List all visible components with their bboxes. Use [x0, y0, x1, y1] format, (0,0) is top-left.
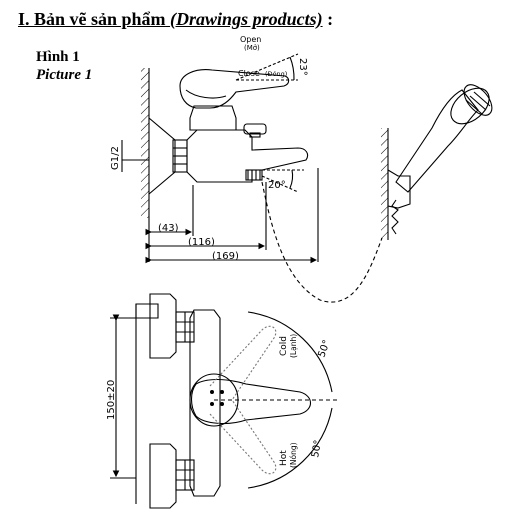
top-flange-left [135, 303, 159, 319]
hot-angle-label: 50° [310, 439, 324, 458]
top-escutcheon [149, 293, 177, 359]
shower-bracket [387, 169, 411, 209]
shower-wall-hatch [381, 128, 388, 240]
cold-angle-label: 50° [316, 339, 332, 359]
center-distance-label: 150±20 [106, 380, 117, 420]
hot-label-vi: (Nóng) [289, 442, 298, 468]
cold-arc [247, 311, 333, 393]
cold-label: Cold [279, 336, 289, 356]
hot-arc [247, 407, 333, 489]
lever-hot-position [209, 399, 277, 475]
shower-head [450, 87, 490, 125]
spout-angle-label: 20° [268, 180, 286, 191]
close-label: Close [238, 69, 260, 78]
front-lever [190, 378, 312, 425]
cold-label-vi: (Lạnh) [289, 334, 298, 358]
wall-hatch [141, 68, 149, 218]
side-view [121, 53, 383, 303]
hose-dashed [261, 181, 383, 303]
lever-handle [179, 69, 290, 109]
shower-hose-coil [391, 199, 399, 235]
heading-en: (Drawings products) [170, 9, 323, 29]
hose-outlet [245, 169, 263, 181]
handle-angle-label: 23° [297, 58, 308, 76]
diverter-knob [243, 123, 267, 135]
thread-label: G1/2 [110, 146, 121, 170]
side-escutcheon [148, 117, 176, 195]
heading-vi: I. Bản vẽ sản phẩm [18, 9, 166, 29]
dim-116-label: (116) [188, 237, 215, 248]
heading-text: I. Bản vẽ sản phẩm (Drawings products) [18, 9, 323, 29]
heading-colon: : [322, 9, 334, 29]
cartridge-column [189, 105, 237, 131]
open-label: Open [240, 35, 261, 44]
figure-label-en: Picture 1 [36, 67, 93, 83]
open-angle-line [235, 53, 299, 81]
close-label-vi: (Đóng) [265, 70, 287, 78]
hot-label: Hot [279, 450, 289, 466]
shower-head-face [463, 84, 493, 116]
figure-label-vi: Hình 1 [36, 49, 80, 65]
figure-label: Hình 1 Picture 1 [36, 48, 92, 84]
lever-cold-position [209, 325, 277, 401]
side-body [186, 129, 309, 183]
spout-angle-arc [289, 169, 294, 189]
open-label-vi: (Mở) [244, 44, 260, 52]
handle-angle-arc [289, 56, 295, 81]
center-marks [210, 390, 224, 406]
bottom-escutcheon [149, 443, 177, 509]
dim-169-label: (169) [212, 251, 239, 262]
front-view [110, 293, 340, 509]
dim-43-label: (43) [158, 223, 179, 234]
section-heading: I. Bản vẽ sản phẩm (Drawings products) : [18, 9, 333, 30]
hand-shower [381, 84, 493, 240]
shower-handle [395, 89, 479, 193]
front-body [189, 309, 221, 497]
